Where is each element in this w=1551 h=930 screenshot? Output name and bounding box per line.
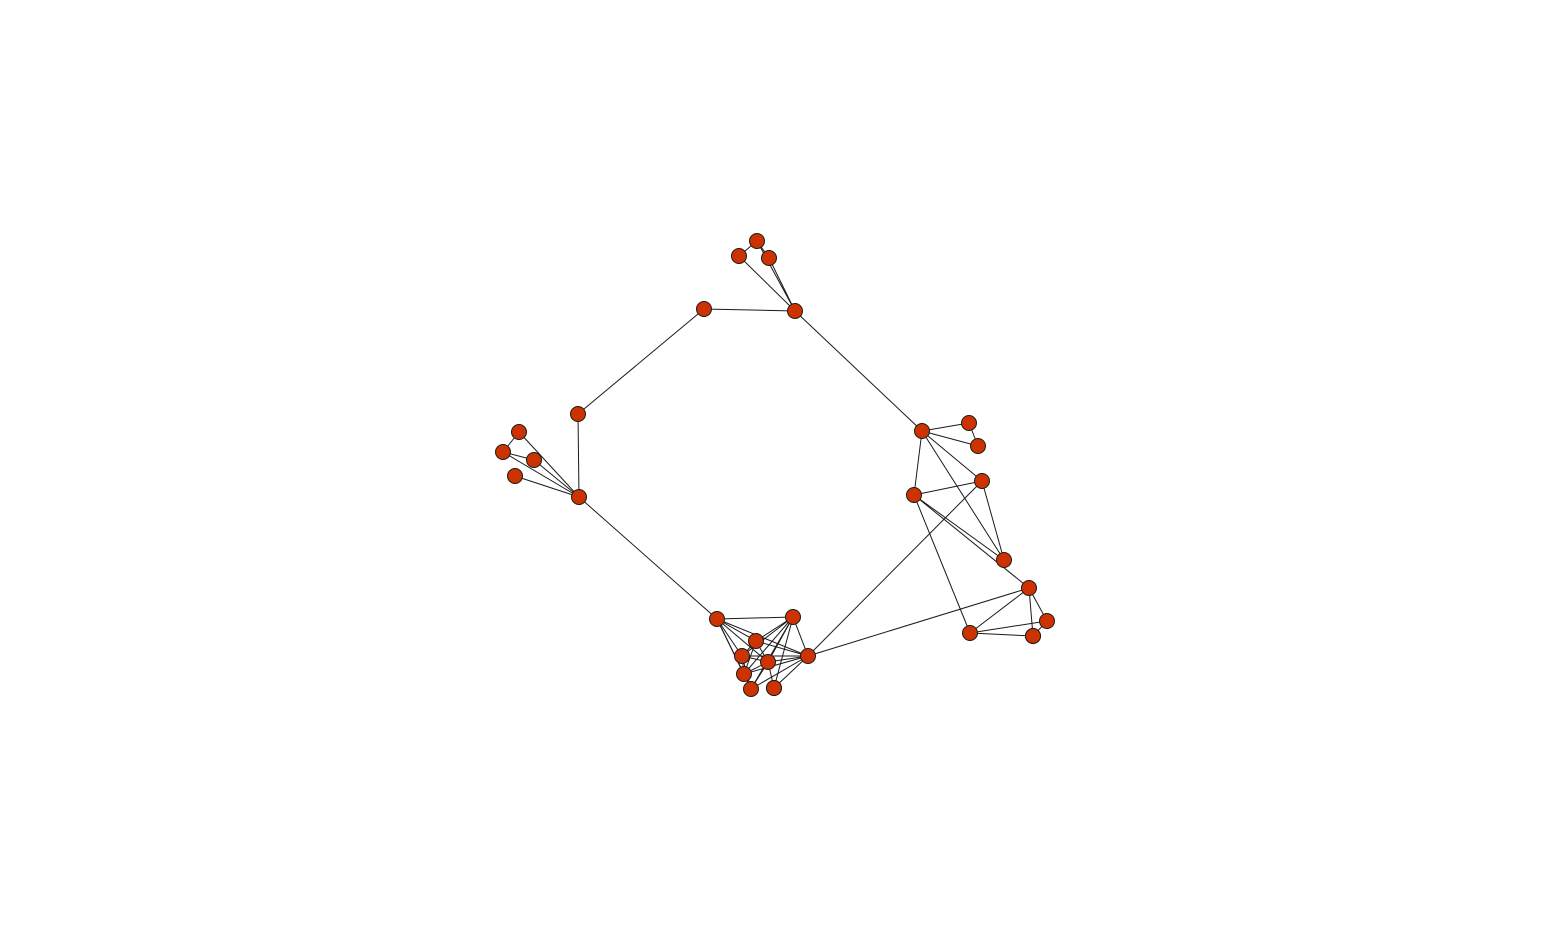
graph-node (749, 233, 765, 249)
graph-edge (794, 310, 923, 432)
graph-edge (703, 308, 796, 312)
graph-node (760, 654, 776, 670)
nodes-layer (495, 233, 1055, 697)
graph-edge (514, 475, 580, 498)
graph-edge (807, 587, 1030, 657)
graph-node (761, 250, 777, 266)
graph-node (914, 423, 930, 439)
graph-node (961, 415, 977, 431)
graph-edge (577, 413, 580, 498)
graph-node (526, 452, 542, 468)
graph-node (800, 648, 816, 664)
graph-node (970, 438, 986, 454)
graph-edge (921, 430, 1005, 561)
graph-edge (577, 308, 705, 415)
graph-node (696, 301, 712, 317)
graph-edge (969, 620, 1048, 634)
graph-node (906, 487, 922, 503)
graph-edge (533, 459, 580, 498)
graph-edge (518, 431, 580, 498)
graph-edge (1028, 587, 1034, 637)
graph-edge (969, 632, 1034, 637)
edges-layer (502, 240, 1048, 690)
graph-edge (921, 430, 983, 482)
graph-node (570, 406, 586, 422)
graph-edge (913, 494, 971, 634)
graph-node (734, 648, 750, 664)
graph-node (511, 424, 527, 440)
graph-edge (502, 451, 580, 498)
graph-edge (981, 480, 1005, 561)
graph-edge (913, 430, 923, 496)
graph-edge (578, 496, 718, 620)
graph-node (1039, 613, 1055, 629)
graph-node (743, 681, 759, 697)
graph-node (766, 680, 782, 696)
graph-node (748, 633, 764, 649)
graph-node (974, 473, 990, 489)
graph-node (731, 248, 747, 264)
graph-edge (738, 255, 796, 312)
graph-node (962, 625, 978, 641)
graph-edge (743, 655, 809, 675)
graph-edge (921, 430, 979, 447)
graph-node (787, 303, 803, 319)
graph-node (495, 444, 511, 460)
graph-edge (755, 640, 809, 657)
graph-edge (807, 480, 983, 657)
graph-edge (969, 587, 1030, 634)
graph-edge (716, 618, 769, 663)
graph-edge (913, 480, 983, 496)
graph-node (736, 666, 752, 682)
graph-node (709, 611, 725, 627)
graph-edge (743, 616, 794, 675)
graph-edge (750, 655, 809, 690)
graph-node (996, 552, 1012, 568)
graph-node (571, 489, 587, 505)
graph-edge (741, 616, 794, 657)
graph-node (1021, 580, 1037, 596)
graph-node (785, 609, 801, 625)
graph-node (1025, 628, 1041, 644)
graph-edge (768, 257, 796, 312)
graph-edge (913, 494, 1030, 589)
graph-edge (773, 616, 794, 689)
graph-edge (913, 494, 1005, 561)
graph-node (507, 468, 523, 484)
graph-edge (716, 616, 794, 620)
